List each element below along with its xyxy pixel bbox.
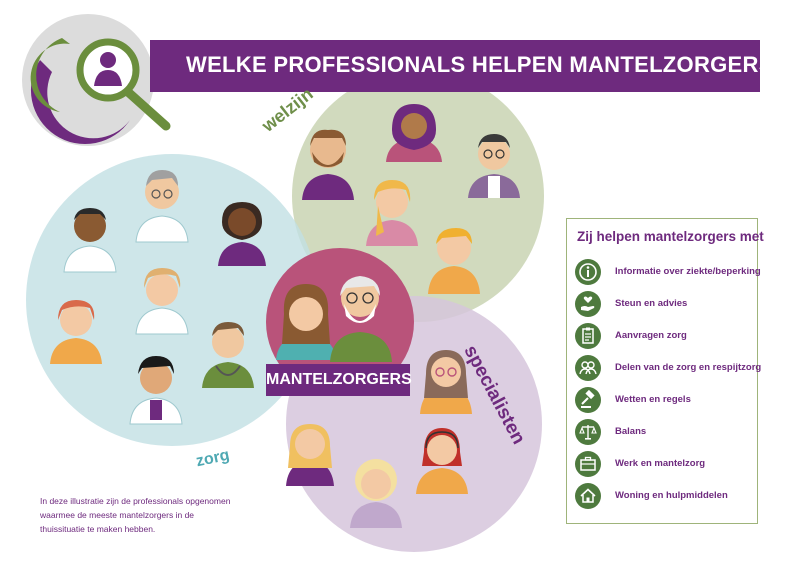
legend-item-balans: Balans — [575, 419, 755, 445]
person-zorg-doctor — [135, 170, 189, 243]
legend-title: Zij helpen mantelzorgers met — [577, 229, 764, 244]
house-icon — [575, 483, 601, 509]
legend-item-informatie: Informatie over ziekte/beperking — [575, 259, 761, 285]
clipboard-icon — [575, 323, 601, 349]
page-title: WELKE PROFESSIONALS HELPEN MANTELZORGERS… — [186, 52, 788, 77]
person-zorg-nurse-woman — [135, 268, 189, 335]
legend-item-label: Aanvragen zorg — [615, 330, 687, 341]
info-icon — [575, 259, 601, 285]
legend-item-delen: Delen van de zorg en respijtzorg — [575, 355, 761, 381]
title-bar — [150, 40, 760, 92]
person-zorg-dark-woman — [218, 202, 266, 266]
gavel-icon — [575, 387, 601, 413]
legend-box: Zij helpen mantelzorgers met Informatie … — [566, 218, 764, 524]
briefcase-icon — [575, 451, 601, 477]
hand-heart-icon — [575, 291, 601, 317]
person-specialist-woman-glasses — [420, 350, 472, 414]
person-welzijn-ginger-man — [428, 228, 480, 294]
person-welzijn-headscarf-woman — [386, 104, 442, 162]
person-specialist-blonde-woman — [286, 424, 334, 486]
legend-item-werk: Werk en mantelzorg — [575, 451, 755, 477]
person-mantelzorger-woman — [276, 284, 336, 360]
person-mantelzorger-man — [330, 276, 392, 362]
logo — [22, 14, 171, 146]
legend-item-label: Steun en advies — [615, 298, 688, 309]
footnote: In deze illustratie zijn de professional… — [40, 496, 231, 534]
person-specialist-curly-woman — [350, 459, 402, 528]
legend-item-label: Informatie over ziekte/beperking — [615, 266, 761, 277]
person-zorg-woman-red-hair — [50, 300, 102, 364]
legend-item-label: Woning en hulpmiddelen — [615, 490, 728, 501]
people-icon — [575, 355, 601, 381]
legend-item-woning: Woning en hulpmiddelen — [575, 483, 755, 509]
person-zorg-woman-black-hair — [129, 356, 183, 425]
mantelzorgers-label: MANTELZORGERS — [266, 364, 412, 396]
legend-item-steun: Steun en advies — [575, 291, 755, 317]
person-welzijn-blonde-woman — [366, 180, 418, 246]
person-welzijn-bearded-man — [302, 129, 354, 200]
person-zorg-male-nurse — [63, 208, 117, 273]
legend-item-label: Delen van de zorg en respijtzorg — [615, 362, 762, 373]
person-specialist-red-headset-woman — [416, 428, 468, 494]
legend-item-label: Werk en mantelzorg — [615, 458, 706, 469]
legend-item-wetten: Wetten en regels — [575, 387, 755, 413]
scale-icon — [575, 419, 601, 445]
legend-item-aanvragen: Aanvragen zorg — [575, 323, 755, 349]
legend-item-label: Wetten en regels — [615, 394, 691, 405]
legend-item-label: Balans — [615, 426, 647, 437]
person-zorg-man-stethoscope — [202, 322, 254, 388]
person-welzijn-older-man-glasses — [468, 134, 520, 198]
